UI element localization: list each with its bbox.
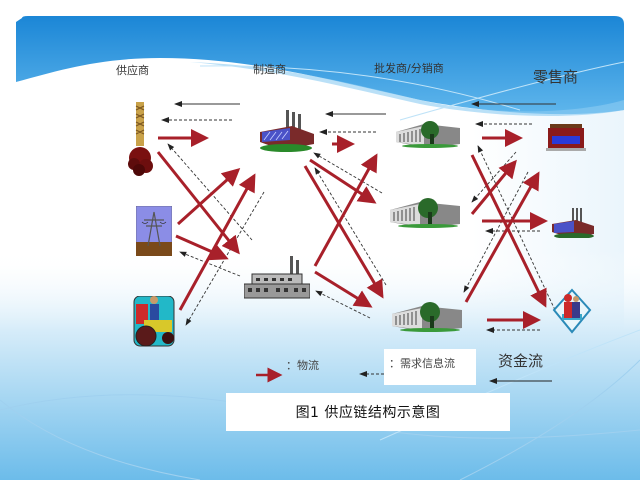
figure-caption: 图1 供应链结构示意图 [295, 405, 441, 421]
legend-info-box [384, 349, 476, 385]
industrial-plant-icon [244, 256, 310, 299]
tier-label-manufacturer: 制造商 [253, 63, 286, 76]
power-tower-icon [136, 206, 172, 256]
legend-information-flow: ：需求信息流 [389, 357, 455, 370]
farmer-tractor-icon [133, 296, 175, 347]
warehouse-icon [392, 302, 462, 332]
customers-icon [552, 288, 592, 334]
figure-caption-box: 图1 供应链结构示意图 [226, 393, 510, 431]
tier-label-wholesaler: 批发商/分销商 [374, 62, 444, 75]
warehouse-icon [396, 121, 460, 148]
legend-money-flow: 资金流 [498, 352, 544, 370]
store-icon [546, 124, 586, 151]
tier-label-retailer: 零售商 [533, 68, 579, 86]
factory-icon [260, 110, 314, 152]
wheat-crop-icon [128, 102, 153, 176]
factory-icon [552, 208, 594, 238]
legend-material-flow: ：物流 [286, 359, 319, 372]
tier-label-supplier: 供应商 [116, 64, 149, 77]
warehouse-icon [390, 198, 460, 228]
